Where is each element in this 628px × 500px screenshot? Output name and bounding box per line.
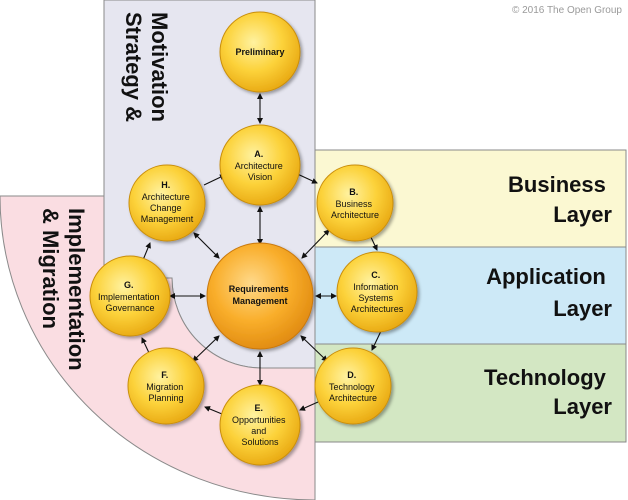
node-a-letter: A. [254, 149, 263, 159]
node-g-letter: G. [124, 280, 134, 290]
node-e: E. Opportunities and Solutions [219, 384, 301, 466]
strategy-motivation-label: Strategy & Motivation [121, 12, 172, 128]
node-preliminary-circle [219, 11, 301, 93]
node-a: A. Architecture Vision [219, 124, 301, 206]
node-c-letter: C. [371, 270, 380, 280]
node-b-circle [316, 164, 394, 242]
node-f-circle [127, 347, 205, 425]
node-e-label: E. Opportunities and Solutions [232, 403, 288, 447]
node-g-line-1: Implementation [98, 292, 160, 302]
node-h-label: H. Architecture Change Management [141, 180, 194, 224]
node-preliminary-label: Preliminary [235, 47, 284, 57]
node-h-circle [128, 164, 206, 242]
node-a-circle [219, 124, 301, 206]
node-g-circle [89, 255, 171, 337]
node-e-line-3: Solutions [241, 437, 279, 447]
node-c-label: C. Information Systems Architectures [351, 270, 404, 314]
strategy-label-line-2: Motivation [147, 12, 172, 122]
node-h-line-1: Architecture [142, 192, 190, 202]
node-e-circle [219, 384, 301, 466]
technology-layer-line-1: Technology [484, 365, 607, 390]
node-f: F. Migration Planning [127, 347, 205, 425]
arrow-c-d [371, 330, 382, 351]
node-req-circle [206, 242, 314, 350]
node-f-line-2: Planning [148, 393, 183, 403]
node-e-line-2: and [251, 426, 266, 436]
node-b-line-2: Architecture [331, 210, 379, 220]
node-a-label: A. Architecture Vision [235, 149, 286, 182]
node-h: H. Architecture Change Management [128, 164, 206, 242]
node-c-line-2: Systems [358, 293, 393, 303]
node-f-line-1: Migration [146, 382, 183, 392]
node-d-circle [314, 347, 392, 425]
arrow-req-b [301, 229, 330, 259]
node-a-line-2: Vision [248, 172, 272, 182]
node-d-label: D. Technology Architecture [329, 370, 377, 403]
node-g-label: G. Implementation Governance [98, 280, 162, 313]
node-f-letter: F. [161, 370, 168, 380]
node-f-label: F. Migration Planning [146, 370, 186, 403]
technology-layer-line-2: Layer [553, 394, 612, 419]
technology-layer-label: Technology Layer [484, 365, 612, 419]
arrow-req-f [192, 335, 220, 362]
node-req-label: Requirements Management [229, 284, 292, 306]
application-layer-label: Application Layer [486, 264, 612, 321]
node-g: G. Implementation Governance [89, 255, 171, 337]
node-e-letter: E. [254, 403, 263, 413]
implementation-label-line-2: & Migration [38, 208, 63, 329]
business-layer-line-2: Layer [553, 202, 612, 227]
node-g-line-2: Governance [105, 303, 154, 313]
business-layer-label: Business Layer [508, 172, 612, 227]
node-b: B. Business Architecture [316, 164, 394, 242]
node-d: D. Technology Architecture [314, 347, 392, 425]
implementation-label-line-1: Implementation [64, 208, 89, 371]
business-layer-line-1: Business [508, 172, 606, 197]
node-b-letter: B. [349, 187, 358, 197]
arrow-req-h [193, 232, 220, 259]
node-d-line-1: Technology [329, 382, 375, 392]
node-h-letter: H. [161, 180, 170, 190]
application-layer-line-1: Application [486, 264, 606, 289]
arrow-g-h [142, 242, 151, 261]
node-req-line-1: Requirements [229, 284, 289, 294]
node-e-line-1: Opportunities [232, 415, 286, 425]
strategy-label-line-1: Strategy & [121, 12, 146, 122]
node-requirements-management: Requirements Management [206, 242, 314, 350]
node-d-line-2: Architecture [329, 393, 377, 403]
arrow-d-e [299, 401, 319, 411]
implementation-migration-label: Implementation & Migration [38, 208, 89, 377]
node-b-label: B. Business Architecture [331, 187, 379, 220]
node-c-line-1: Information [353, 282, 398, 292]
application-layer-line-2: Layer [553, 296, 612, 321]
arrow-e-f [204, 406, 223, 415]
node-h-line-3: Management [141, 214, 194, 224]
node-b-line-1: Business [335, 199, 372, 209]
node-d-letter: D. [347, 370, 356, 380]
node-h-line-2: Change [150, 203, 182, 213]
copyright-text: © 2016 The Open Group [512, 5, 622, 16]
node-a-line-1: Architecture [235, 161, 283, 171]
arrow-req-d [300, 335, 328, 362]
node-preliminary: Preliminary [219, 11, 301, 93]
node-preliminary-line: Preliminary [235, 47, 284, 57]
node-c-line-3: Architectures [351, 304, 404, 314]
node-c-circle [336, 251, 418, 333]
node-c: C. Information Systems Architectures [336, 251, 418, 333]
node-req-line-2: Management [232, 296, 287, 306]
